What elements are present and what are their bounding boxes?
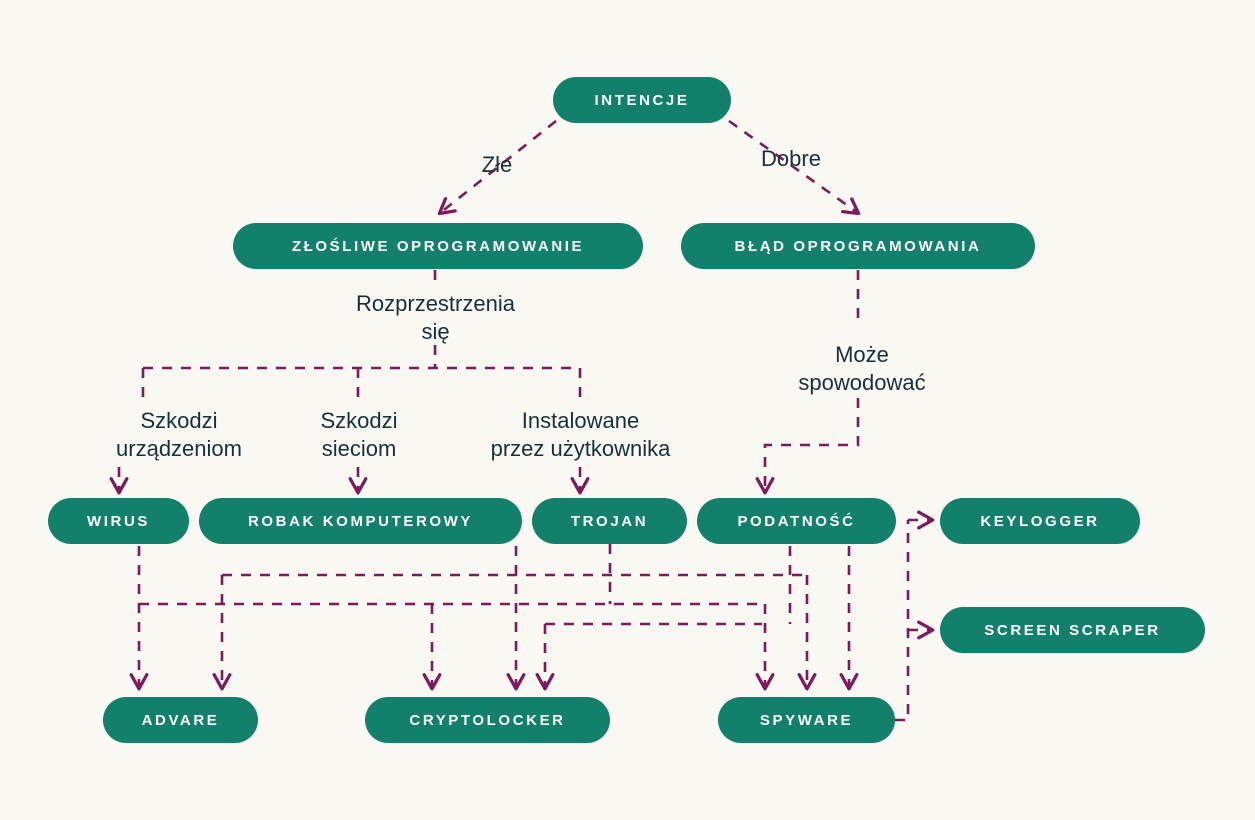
- edge-label-instalowane-przez-uzytkownika: Instalowane przez użytkownika: [490, 408, 671, 461]
- node-intencje[interactable]: INTENCJE: [553, 77, 731, 123]
- edge-label-szkodzi-sieciom: Szkodzi sieciom: [320, 408, 398, 461]
- edge-blad-elbow: [765, 398, 860, 492]
- edge-label-dobre: Dobre: [761, 146, 821, 171]
- edge-label-moze-spowodowac: Może spowodować: [798, 342, 926, 395]
- edge-label-zle: Złe: [481, 152, 513, 177]
- node-podatnosc[interactable]: PODATNOŚĆ: [697, 498, 896, 544]
- node-zlosliwe-oprogramowanie[interactable]: ZŁOŚLIWE OPROGRAMOWANIE: [233, 223, 643, 269]
- node-trojan[interactable]: TROJAN: [532, 498, 687, 544]
- node-robak-komputerowy[interactable]: ROBAK KOMPUTEROWY: [199, 498, 522, 544]
- node-screen-scraper[interactable]: SCREEN SCRAPER: [940, 607, 1205, 653]
- node-keylogger[interactable]: KEYLOGGER: [940, 498, 1140, 544]
- edge-spyware-riser: [895, 520, 910, 722]
- node-blad-oprogramowania[interactable]: BŁĄD OPROGRAMOWANIA: [681, 223, 1035, 269]
- edge-label-rozprzestrzenia-sie: Rozprzestrzenia się: [356, 291, 515, 344]
- node-advare[interactable]: ADVARE: [103, 697, 258, 743]
- node-wirus[interactable]: WIRUS: [48, 498, 189, 544]
- node-spyware[interactable]: SPYWARE: [718, 697, 895, 743]
- edge-label-szkodzi-urzadzeniom: Szkodzi urządzeniom: [116, 408, 242, 461]
- node-cryptolocker[interactable]: CRYPTOLOCKER: [365, 697, 610, 743]
